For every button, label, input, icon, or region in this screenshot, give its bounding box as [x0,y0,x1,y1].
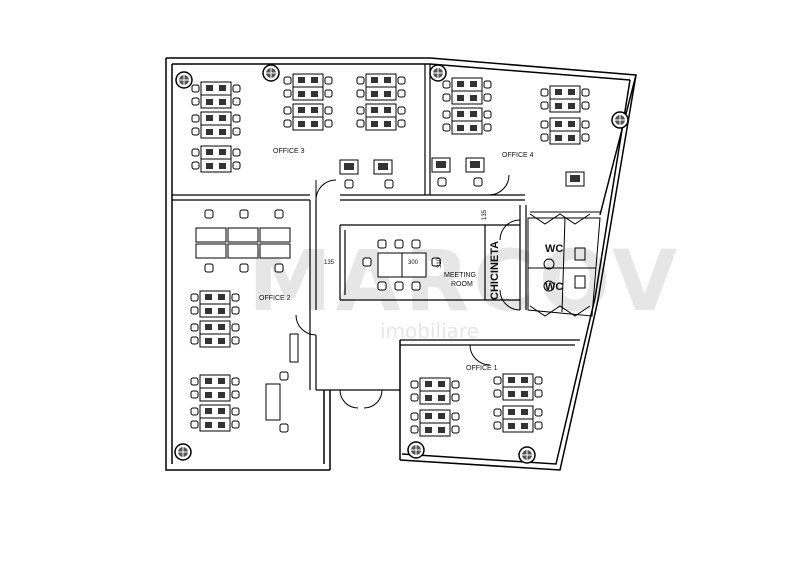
meeting-room-furniture [362,239,441,291]
office3-furniture [191,73,406,189]
meeting-room-label-line2: ROOM [451,281,473,288]
office2-furniture [190,209,299,433]
wc-bottom-label: WC [545,281,563,293]
doors [295,174,521,409]
kitchen-label: CHICINETA [489,241,501,300]
office2-label: OFFICE 2 [259,295,291,302]
dimension-135-top: 135 [482,209,488,220]
office4-furniture [431,77,590,187]
meeting-room-label-line1: MEETING [444,272,476,279]
dimension-300: 300 [408,260,419,266]
interior-walls [172,64,580,391]
watermark-subtitle: imobiliare [380,319,479,343]
office1-furniture [410,373,543,437]
wc-area [527,211,601,317]
office1-label: OFFICE 1 [466,365,498,372]
dimension-135-left: 135 [324,260,335,266]
wc-top-label: WC [545,243,563,255]
office3-label: OFFICE 3 [273,148,305,155]
dimension-310: 310 [437,257,443,268]
office4-label: OFFICE 4 [502,152,534,159]
watermark-brand: MARCOV [248,232,681,330]
